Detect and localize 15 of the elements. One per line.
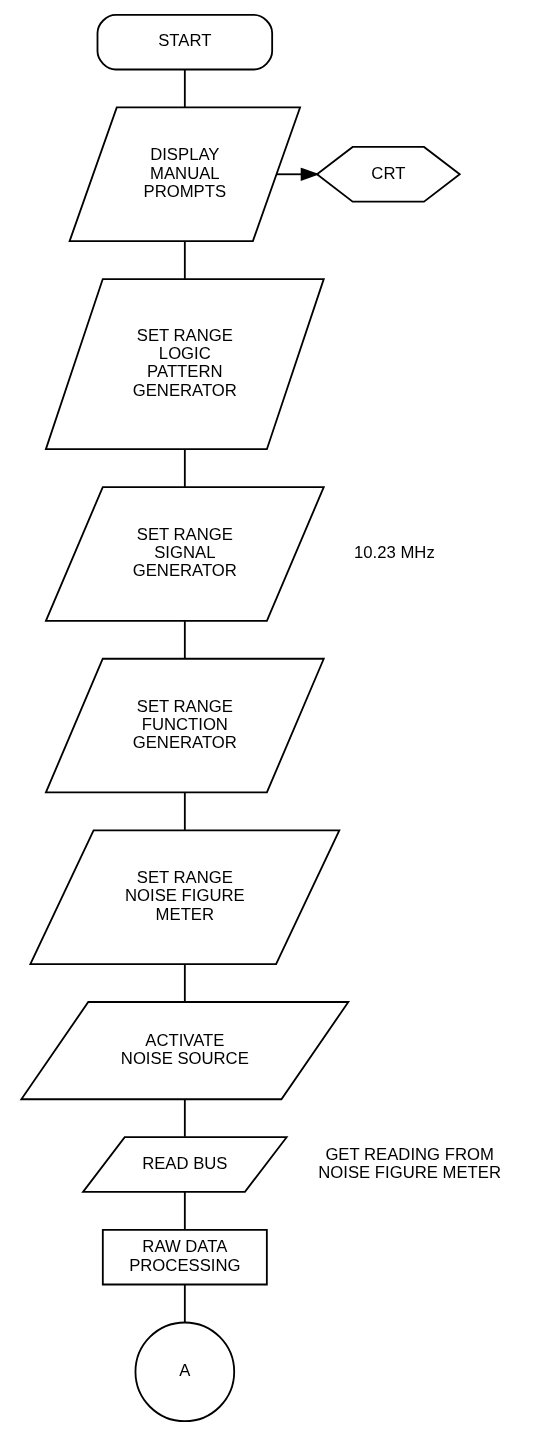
connector xyxy=(183,1098,186,1138)
node-label: GET READING FROM NOISE FIGURE METER xyxy=(318,1144,501,1182)
connector xyxy=(183,791,186,831)
connector xyxy=(183,240,186,280)
node-circle: A xyxy=(134,1321,236,1423)
node-box: START xyxy=(96,13,274,71)
connector xyxy=(183,620,186,660)
node-label: 10.23 MHz xyxy=(354,543,435,563)
arrow xyxy=(275,167,320,181)
connector xyxy=(183,448,186,488)
connector xyxy=(183,963,186,1003)
connector xyxy=(183,68,186,109)
node-box: RAW DATA PROCESSING xyxy=(101,1228,268,1286)
connector xyxy=(183,1283,186,1324)
connector xyxy=(183,1191,186,1231)
